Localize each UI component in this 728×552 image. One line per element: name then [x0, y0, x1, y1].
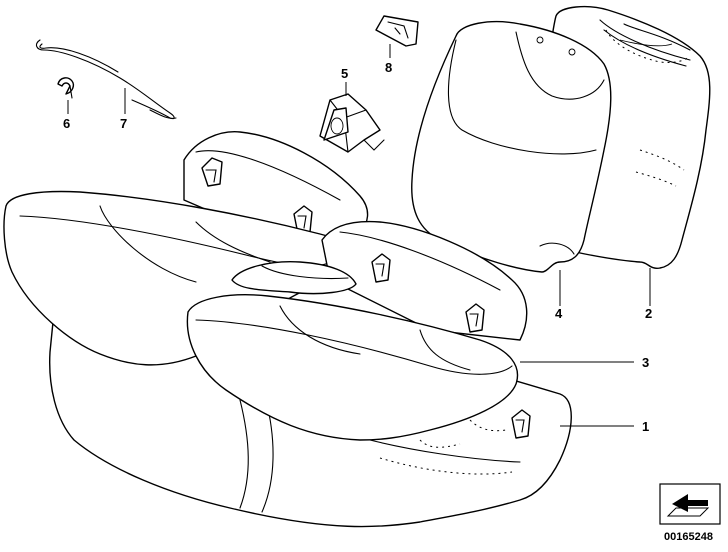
part-3-seat-cover — [3, 131, 528, 441]
part-8-cap — [375, 15, 419, 47]
callout-leaders — [67, 44, 651, 427]
callout-1: 1 — [642, 419, 649, 434]
callout-7: 7 — [120, 116, 127, 131]
callout-4: 4 — [555, 306, 563, 321]
callout-6: 6 — [63, 116, 70, 131]
callout-8: 8 — [385, 60, 392, 75]
part-6-clip — [57, 77, 75, 99]
part-4-backrest-front — [411, 21, 612, 273]
part-7-cable — [35, 39, 177, 120]
callout-3: 3 — [642, 355, 649, 370]
document-number: 00165248 — [664, 531, 713, 543]
view-direction-arrow-icon — [659, 483, 721, 525]
callout-2: 2 — [645, 306, 652, 321]
part-5-bracket — [319, 93, 385, 153]
callout-5: 5 — [341, 66, 348, 81]
